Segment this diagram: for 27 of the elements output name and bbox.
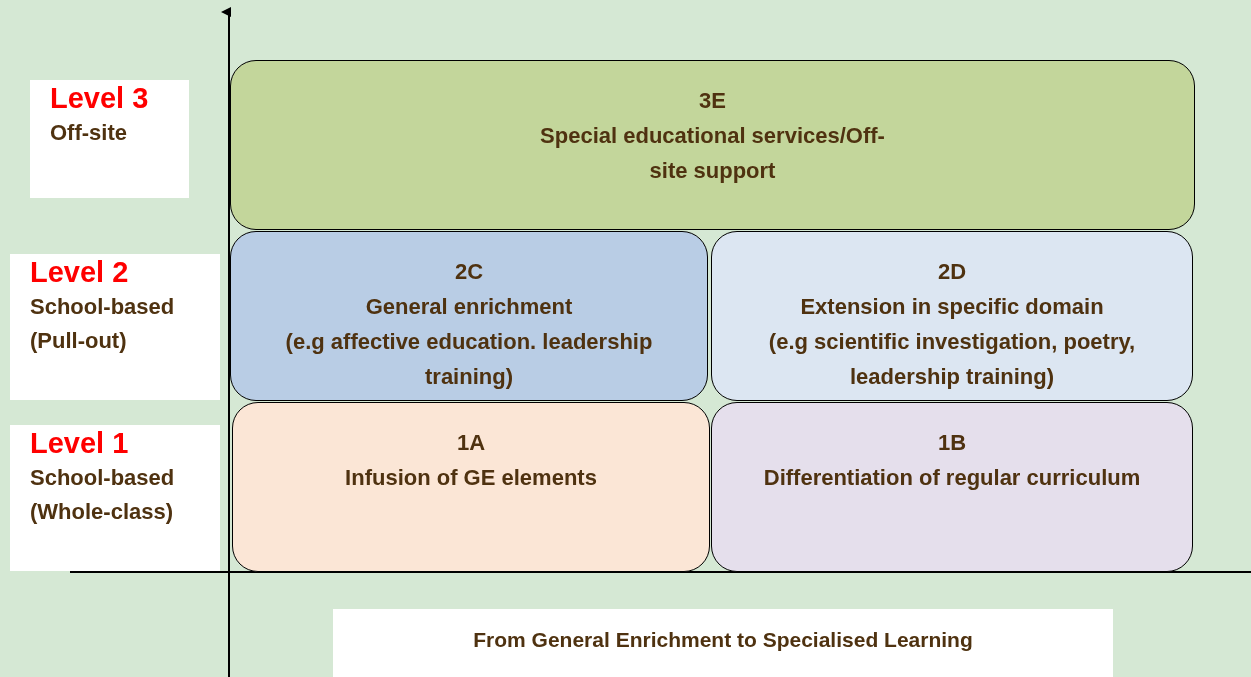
cell-code: 1B — [936, 429, 968, 457]
rounded-box — [232, 402, 710, 572]
rounded-box — [230, 231, 708, 401]
cell-code: 3E — [698, 87, 727, 115]
level-label-box — [10, 254, 220, 400]
axis-caption: From General Enrichment to Specialised Learning — [333, 609, 1113, 677]
level-description: School-based (Pull-out) — [30, 293, 176, 355]
level-label-box — [30, 80, 189, 198]
level-label-box — [10, 425, 220, 571]
rounded-box — [230, 60, 1195, 230]
cell-title: Infusion of GE elements — [344, 464, 598, 492]
level-description: School-based (Whole-class) — [30, 464, 176, 526]
cell-title: Special educational services/Off-site support — [539, 122, 886, 185]
rounded-box — [711, 231, 1193, 401]
cell-example: (e.g scientific investigation, poetry, leadership training) — [767, 328, 1137, 391]
cell-code: 1A — [455, 429, 487, 457]
level-title: Level 3 — [50, 81, 150, 116]
level-title: Level 1 — [30, 426, 130, 461]
level-description: Off-site — [50, 119, 128, 147]
cell-title: General enrichment — [364, 293, 574, 321]
rounded-box — [711, 402, 1193, 572]
cell-example: (e.g affective education. leadership training) — [284, 328, 654, 391]
level-title: Level 2 — [30, 255, 130, 290]
cell-code: 2C — [453, 258, 485, 286]
cell-code: 2D — [936, 258, 968, 286]
cell-title: Extension in specific domain — [799, 293, 1105, 321]
cell-title: Differentiation of regular curriculum — [762, 464, 1142, 492]
